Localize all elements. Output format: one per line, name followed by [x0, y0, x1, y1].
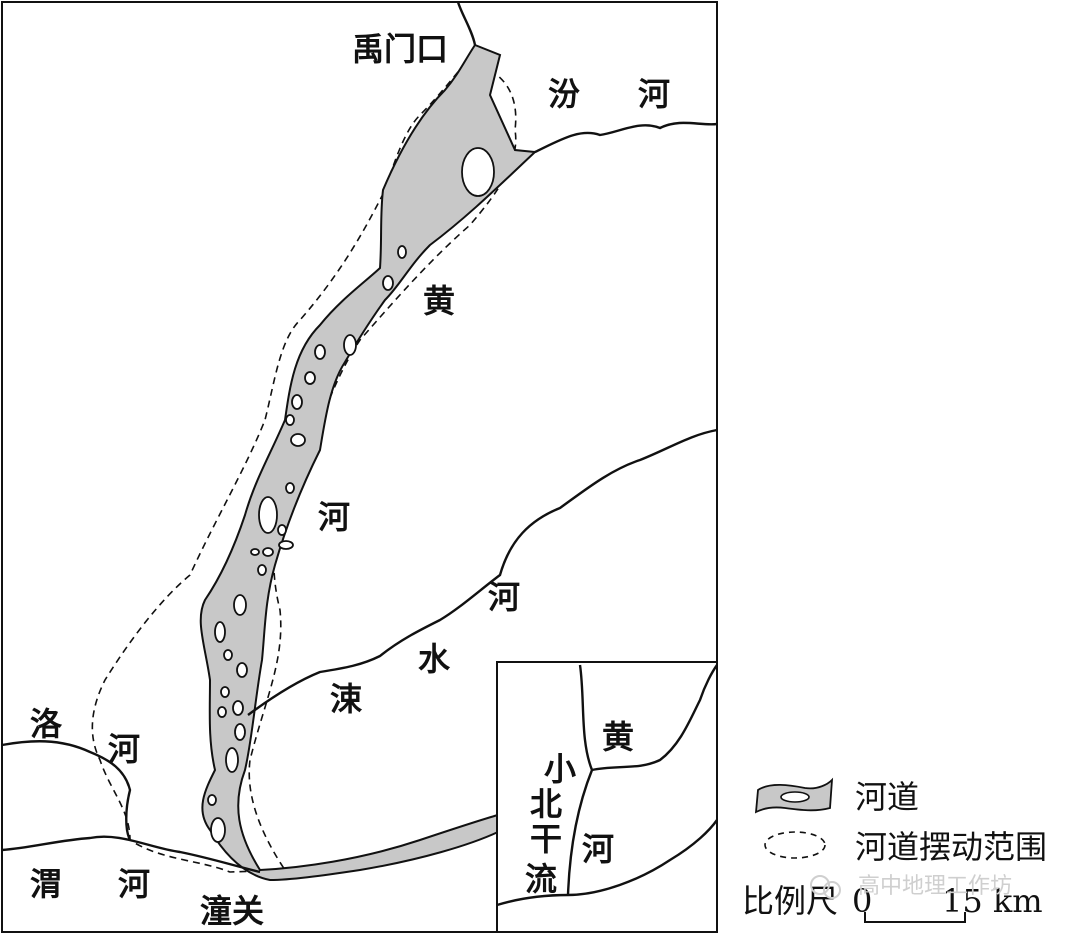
label-fen-2: 河 — [638, 75, 670, 113]
inset-label-bei: 北 — [530, 785, 562, 823]
inset-label-he: 河 — [582, 830, 614, 868]
label-luo-2: 河 — [108, 730, 140, 768]
label-he: 河 — [318, 498, 350, 536]
sushui-river — [247, 428, 718, 716]
scale-distance: 15 km — [942, 882, 1043, 920]
watermark: 高中地理工作坊 — [810, 874, 1012, 899]
label-yumenkou: 禹门口 — [352, 30, 448, 68]
inset-frame — [496, 661, 718, 933]
label-fen-1: 汾 — [548, 75, 580, 113]
wechat-icon — [810, 875, 830, 895]
inset-label-huang: 黄 — [602, 718, 634, 756]
legend-channel-label: 河道 — [855, 778, 919, 816]
wei-river — [1, 835, 261, 874]
sandbar-islands — [207, 147, 495, 843]
label-sushui-3: 河 — [488, 578, 520, 616]
inset-label-xiao: 小 — [544, 750, 576, 788]
channel-swing-range — [91, 59, 517, 873]
map-frame — [1, 1, 718, 933]
scale-label: 比例尺 — [742, 882, 838, 920]
legend: 河道 河道摆动范围 — [754, 777, 1047, 866]
label-tongguan: 潼关 — [200, 892, 264, 930]
scale-bar: 比例尺 0 15 km — [742, 882, 1043, 923]
inset-label-gan: 干 — [530, 820, 562, 858]
tributaries — [1, 1, 718, 874]
label-huang: 黄 — [423, 282, 455, 320]
fen-river — [534, 121, 718, 154]
inset-rivers — [496, 664, 718, 907]
luo-river — [1, 740, 132, 841]
label-luo-1: 洛 — [30, 705, 63, 743]
label-sushui-2: 水 — [418, 640, 451, 678]
inset-label-liu: 流 — [525, 860, 557, 898]
label-wei-2: 河 — [118, 865, 150, 903]
watermark-text: 高中地理工作坊 — [858, 874, 1012, 899]
legend-swing-label: 河道摆动范围 — [855, 828, 1047, 866]
scale-zero: 0 — [852, 882, 872, 920]
label-sushui-1: 涑 — [330, 680, 363, 718]
legend-swing-symbol — [764, 831, 826, 859]
upper-river — [456, 1, 477, 46]
yellow-river-channel — [199, 43, 538, 882]
label-wei-1: 渭 — [30, 865, 62, 903]
